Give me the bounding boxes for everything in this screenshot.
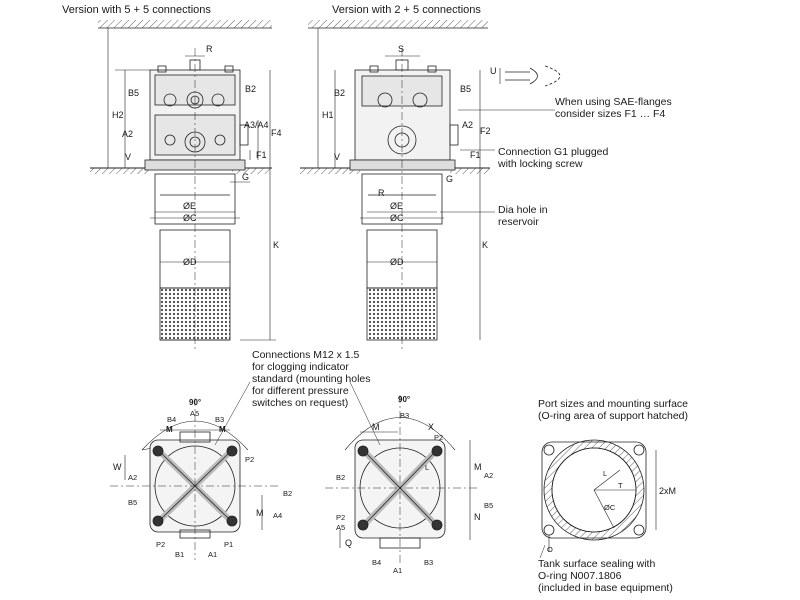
dim-a2-plan: A2 bbox=[128, 473, 137, 482]
dim-a2-mid: A2 bbox=[484, 471, 493, 480]
dim-o: O bbox=[547, 545, 553, 554]
dim-90-left: 90° bbox=[189, 398, 201, 407]
dim-90-mid: 90° bbox=[398, 395, 410, 404]
dim-b4-left: B4 bbox=[167, 415, 176, 424]
dim-k-right: K bbox=[482, 240, 488, 250]
side-view-2-5 bbox=[300, 20, 561, 350]
dimension-labels: R B5 B2 H2 A2 A3/A4 F4 F1 V G ØE ØC ØD K… bbox=[112, 44, 676, 575]
dim-u: U bbox=[490, 66, 497, 76]
dim-v: V bbox=[125, 152, 131, 162]
dim-r-right: R bbox=[378, 188, 385, 198]
dim-l-mid: L bbox=[425, 463, 429, 472]
dim-p2-left: P2 bbox=[245, 455, 254, 464]
dim-b5-plan: B5 bbox=[128, 498, 137, 507]
title-2-5: Version with 2 + 5 connections bbox=[332, 4, 481, 16]
dim-m-left-1: M bbox=[166, 425, 173, 434]
dim-f2: F2 bbox=[480, 126, 491, 136]
dim-p2-plan-bottom: P2 bbox=[156, 540, 165, 549]
note-dia-hole: Dia hole in reservoir bbox=[498, 204, 548, 228]
title-5-5: Version with 5 + 5 connections bbox=[62, 4, 211, 16]
note-port-sizes: Port sizes and mounting surface (O-ring … bbox=[538, 398, 688, 422]
dim-m-mid-2: M bbox=[474, 462, 482, 472]
dim-c-right: ØC bbox=[390, 213, 404, 223]
mounting-surface-view bbox=[539, 439, 657, 559]
note-connections-m12: Connections M12 x 1.5 for clogging indic… bbox=[252, 349, 371, 409]
dim-h1: H1 bbox=[322, 110, 334, 120]
dim-a5-mid: A5 bbox=[336, 523, 345, 532]
dim-b2: B2 bbox=[245, 84, 256, 94]
dim-p2-mid-left: P2 bbox=[336, 513, 345, 522]
dim-a1-mid: A1 bbox=[393, 566, 402, 575]
dim-e: ØE bbox=[183, 201, 196, 211]
dim-l-right: L bbox=[603, 469, 607, 478]
dim-b5: B5 bbox=[128, 88, 139, 98]
side-view-5-5 bbox=[90, 20, 276, 350]
dim-a1-plan: A1 bbox=[208, 550, 217, 559]
dim-d-right: ØD bbox=[390, 257, 404, 267]
dim-b3-mid: B3 bbox=[400, 411, 409, 420]
dim-m-mid-1: M bbox=[372, 422, 380, 432]
dim-c: ØC bbox=[183, 213, 197, 223]
dim-v-right: V bbox=[334, 152, 340, 162]
dim-b3-left: B3 bbox=[215, 415, 224, 424]
dim-p2-mid: P2 bbox=[434, 433, 443, 442]
dim-w: W bbox=[113, 462, 122, 472]
dim-f4: F4 bbox=[271, 128, 282, 138]
dim-a2-right: A2 bbox=[462, 120, 473, 130]
note-connection-g1: Connection G1 plugged with locking screw bbox=[498, 146, 609, 170]
leader-lines bbox=[214, 381, 381, 446]
dim-t: T bbox=[618, 481, 623, 490]
dim-a3a4: A3/A4 bbox=[244, 120, 269, 130]
dim-g-right: G bbox=[446, 174, 453, 184]
dim-c-plan: ØC bbox=[604, 503, 616, 512]
dim-b5-mid: B5 bbox=[484, 501, 493, 510]
dim-b3-mid-bottom: B3 bbox=[424, 558, 433, 567]
note-sae-flanges: When using SAE-flanges consider sizes F1… bbox=[555, 96, 672, 120]
dim-a4-plan: A4 bbox=[273, 511, 282, 520]
dim-f1-right: F1 bbox=[470, 150, 481, 160]
dim-e-right: ØE bbox=[390, 201, 403, 211]
dim-b2-mid: B2 bbox=[336, 473, 345, 482]
dim-k: K bbox=[273, 240, 279, 250]
plan-view-5-5 bbox=[110, 398, 280, 560]
dim-g: G bbox=[242, 172, 249, 182]
dim-b2-right: B2 bbox=[334, 88, 345, 98]
dim-m-left-2: M bbox=[219, 425, 226, 434]
note-tank-sealing: Tank surface sealing with O-ring N007.18… bbox=[538, 558, 673, 594]
dim-2xm: 2xM bbox=[659, 486, 676, 496]
dim-a5-left: A5 bbox=[190, 409, 199, 418]
dim-x: X bbox=[428, 422, 434, 432]
dim-m-left-3: M bbox=[256, 508, 264, 518]
dim-p1-plan: P1 bbox=[224, 540, 233, 549]
dim-b5-right: B5 bbox=[460, 84, 471, 94]
plan-view-2-5 bbox=[325, 395, 480, 565]
dim-h2: H2 bbox=[112, 110, 124, 120]
dim-q: Q bbox=[345, 538, 352, 548]
dim-n: N bbox=[474, 512, 481, 522]
dim-a2: A2 bbox=[122, 129, 133, 139]
note-sae-flanges-text: When using SAE-flanges consider sizes F bbox=[555, 96, 672, 120]
dim-b4-mid: B4 bbox=[372, 558, 381, 567]
dim-s: S bbox=[398, 44, 404, 54]
dim-b2-plan: B2 bbox=[283, 489, 292, 498]
note-sae-sizes: 1 … F4 bbox=[630, 108, 666, 120]
dim-r: R bbox=[206, 44, 213, 54]
dim-f1: F1 bbox=[256, 150, 267, 160]
dim-b1-plan: B1 bbox=[175, 550, 184, 559]
dim-d: ØD bbox=[183, 257, 197, 267]
